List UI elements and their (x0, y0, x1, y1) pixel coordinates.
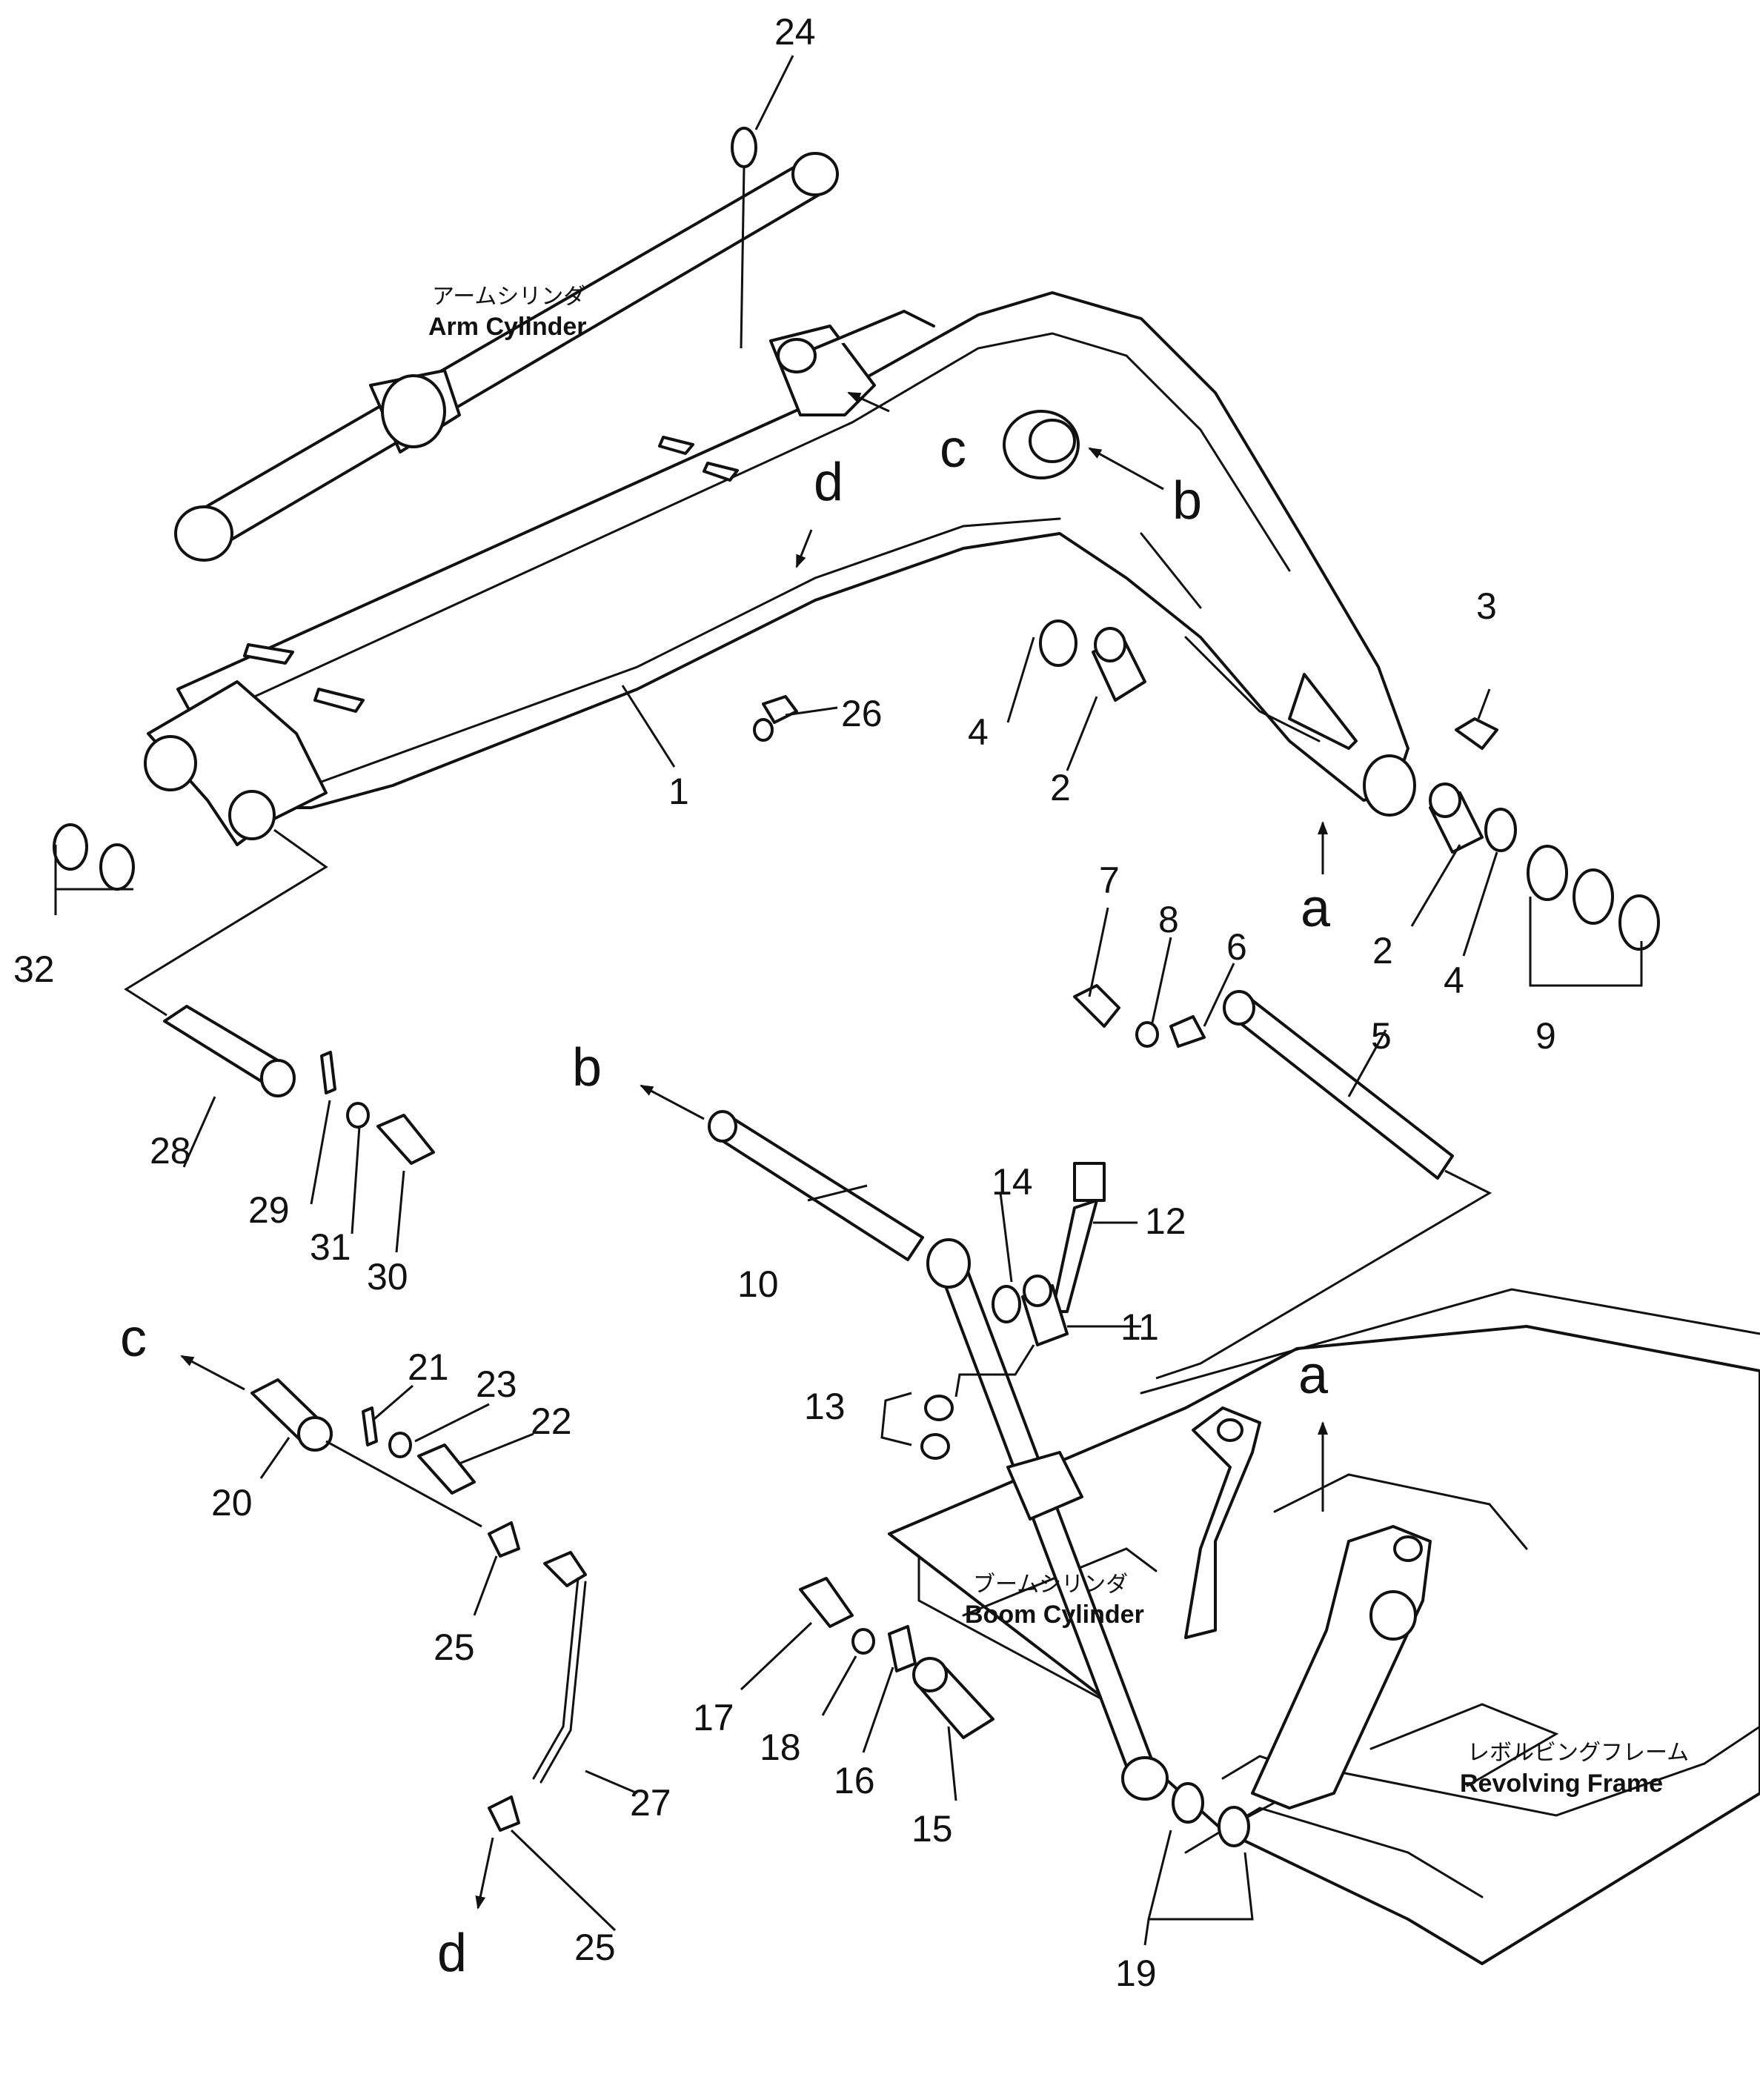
part-24-washer (731, 127, 757, 168)
part-number-6: 6 (1226, 926, 1247, 968)
boom-cylinder (926, 1238, 1169, 1801)
part-number-2-lower: 2 (1372, 930, 1393, 971)
part-number-25-upper: 25 (434, 1626, 475, 1668)
part-28-pin (163, 1005, 296, 1097)
part-number-18: 18 (760, 1727, 801, 1768)
ref-letter-c-lower: c (120, 1309, 147, 1368)
part-2-bushing-lower (1429, 782, 1484, 854)
part-7-bolt (1073, 984, 1120, 1028)
part-12-bolt (1051, 1162, 1106, 1313)
part-number-4-upper: 4 (968, 711, 989, 753)
arm-cylinder (174, 152, 839, 562)
part-25-fitting-lower (488, 1795, 520, 1832)
part-number-4-lower: 4 (1444, 960, 1464, 1001)
part-14-seal (992, 1285, 1021, 1323)
part-16-plate (888, 1625, 917, 1672)
part-number-14: 14 (992, 1161, 1033, 1203)
part-number-32: 32 (13, 948, 55, 990)
ref-letter-c-upper: c (940, 419, 966, 479)
part-number-31: 31 (310, 1226, 351, 1268)
part-8-washer (1135, 1021, 1159, 1048)
boom-foot-bracket (1184, 1406, 1432, 1810)
part-number-27: 27 (630, 1782, 671, 1824)
part-9-shims (1527, 845, 1660, 951)
part-number-21: 21 (408, 1346, 449, 1388)
part-number-20: 20 (211, 1482, 253, 1524)
part-11-bushing (1021, 1275, 1069, 1346)
part-number-11: 11 (1120, 1306, 1159, 1348)
ref-letter-b-lower: b (572, 1038, 602, 1097)
ref-letter-b-upper: b (1172, 471, 1202, 531)
part-number-24: 24 (774, 11, 816, 53)
part-number-1: 1 (668, 771, 689, 812)
part-number-9: 9 (1535, 1015, 1556, 1057)
part-27-grease-tube (532, 1551, 587, 1784)
part-2-bushing-upper (1092, 627, 1146, 702)
part-19-shims (1172, 1782, 1250, 1847)
boom-cylinder-label-en: Boom Cylinder (965, 1601, 1144, 1629)
part-30-bolt (376, 1114, 435, 1165)
boom (144, 291, 1416, 846)
part-number-19: 19 (1115, 1953, 1157, 1994)
ref-letter-a-upper: a (1301, 879, 1331, 938)
part-6-plate (1169, 1015, 1206, 1048)
part-number-5: 5 (1371, 1015, 1392, 1057)
ref-letter-d-upper: d (814, 453, 843, 512)
part-15-pin (912, 1657, 994, 1739)
boom-cylinder-label-ja: ブームシリンダ (973, 1572, 1128, 1598)
part-3-grease-fitting (1455, 717, 1498, 750)
part-18-washer (851, 1628, 875, 1655)
part-number-30: 30 (367, 1256, 408, 1297)
leader-lines (54, 55, 1643, 1946)
part-number-12: 12 (1145, 1200, 1186, 1242)
part-4-seal-upper (1039, 619, 1077, 667)
part-number-13: 13 (804, 1386, 846, 1427)
part-number-2-upper: 2 (1050, 767, 1071, 808)
part-number-3: 3 (1476, 585, 1497, 627)
part-10-pin (708, 1110, 924, 1261)
part-23-washer (388, 1432, 412, 1458)
part-number-10: 10 (737, 1263, 779, 1305)
ref-letter-a-lower: a (1298, 1346, 1329, 1405)
part-number-16: 16 (834, 1760, 875, 1801)
part-number-23: 23 (476, 1363, 517, 1405)
part-32-shims (53, 823, 135, 891)
part-number-8: 8 (1158, 899, 1179, 940)
part-number-28: 28 (150, 1130, 191, 1172)
part-4-seal-lower (1484, 808, 1517, 852)
part-25-fitting-upper (488, 1521, 520, 1558)
arm-cylinder-label-en: Arm Cylinder (428, 313, 587, 341)
arm-cylinder-label-ja: アームシリンダ (432, 284, 585, 310)
revolving-frame-label-en: Revolving Frame (1460, 1770, 1663, 1798)
part-number-17: 17 (693, 1697, 734, 1738)
ref-letter-d-lower: d (437, 1924, 467, 1983)
reference-arrows (180, 391, 1328, 1910)
part-22-bolt (417, 1443, 476, 1495)
part-number-25-lower: 25 (574, 1927, 616, 1968)
part-21-plate (362, 1406, 378, 1446)
part-20-pin (250, 1378, 333, 1452)
part-number-15: 15 (911, 1808, 953, 1850)
part-number-22: 22 (531, 1400, 572, 1442)
part-5-pin (1223, 990, 1454, 1180)
part-17-bolt (799, 1577, 854, 1628)
part-31-washer (346, 1102, 370, 1129)
part-number-26: 26 (841, 693, 883, 734)
part-number-29: 29 (248, 1189, 290, 1231)
revolving-frame-label-ja: レボルビングフレーム (1467, 1740, 1689, 1766)
part-29-plate (320, 1051, 336, 1094)
part-26-grease-fitting (753, 695, 798, 742)
part-number-7: 7 (1099, 860, 1120, 901)
part-13-nuts (920, 1395, 954, 1460)
